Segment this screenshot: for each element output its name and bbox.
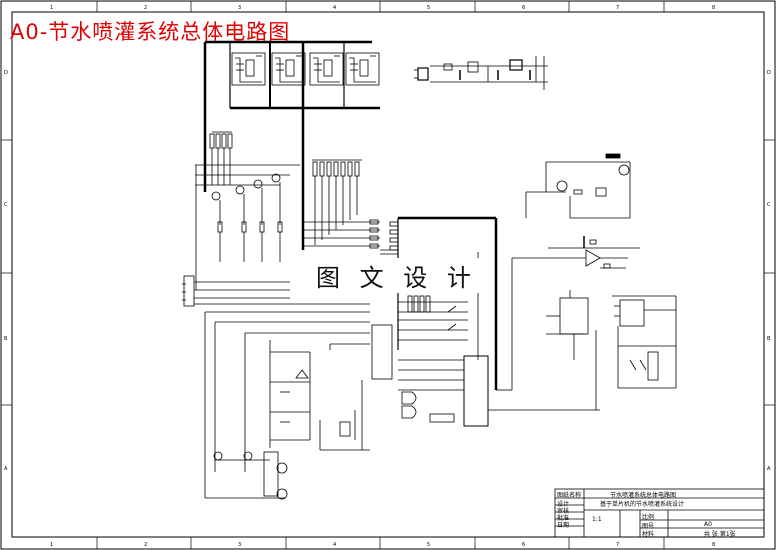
row-label-d: D — [4, 70, 8, 76]
pump-motor-circuit — [213, 340, 370, 500]
col-label-4: 4 — [333, 5, 336, 11]
row-label-c-r: C — [767, 202, 771, 208]
zone-labels: 1 2 3 4 5 6 7 8 1 2 3 4 5 6 7 8 D C B A … — [4, 5, 771, 548]
title-block-label-approve: 批准 — [557, 515, 570, 522]
power-supply-circuit — [414, 56, 548, 90]
title-block-label-drawno: 图号 — [642, 523, 655, 530]
col-label-5b: 5 — [427, 542, 430, 548]
row-label-b: B — [4, 336, 8, 342]
col-label-4b: 4 — [333, 542, 336, 548]
col-label-2b: 2 — [144, 542, 147, 548]
amplifier-circuit — [496, 236, 640, 391]
col-label-8: 8 — [712, 5, 715, 11]
title-block-project-1: 节水喷灌系统总体电路图 — [610, 492, 677, 499]
watermark-text: 图 文 设 计 — [312, 258, 481, 293]
title-block-sheet: 共 张 第1张 — [704, 531, 736, 538]
col-label-6: 6 — [522, 5, 525, 11]
col-label-2: 2 — [144, 5, 147, 11]
row-label-a: A — [4, 466, 8, 472]
col-label-7b: 7 — [616, 542, 619, 548]
col-label-1: 1 — [50, 5, 53, 11]
title-block-project-2: 基于单片机的节水喷灌系统设计 — [600, 501, 685, 508]
title-block-label-review: 审核 — [557, 508, 570, 515]
col-label-3: 3 — [238, 5, 241, 11]
title-block-label-design: 设计 — [557, 501, 570, 508]
title-block-label-material: 材料 — [642, 531, 655, 538]
relay-modules — [203, 40, 380, 235]
row-label-c: C — [4, 202, 8, 208]
drawing-title: A0-节水喷灌系统总体电路图 — [10, 20, 291, 44]
row-label-d-r: D — [767, 70, 771, 76]
col-label-7: 7 — [616, 5, 619, 11]
sensor-circuit — [525, 153, 631, 219]
input-bus — [182, 275, 370, 499]
row-label-a-r: A — [767, 466, 771, 472]
title-block-label-name: 图纸名称 — [557, 492, 582, 499]
title-block-label-scale: 比例 — [642, 514, 655, 521]
output-switches — [398, 295, 600, 427]
inner-frame — [11, 11, 765, 538]
title-block-scale: 1:1 — [592, 516, 602, 523]
title-block-label-date: 日期 — [557, 522, 570, 529]
title-block-frame — [554, 488, 765, 538]
col-label-1b: 1 — [50, 542, 53, 548]
driver-transistors — [195, 131, 300, 290]
col-label-8b: 8 — [712, 542, 715, 548]
col-label-5: 5 — [427, 5, 430, 11]
title-block-size: A0 — [704, 521, 712, 528]
row-label-b-r: B — [767, 336, 771, 342]
timer-display-circuit — [546, 290, 677, 389]
col-label-3b: 3 — [238, 542, 241, 548]
switch-array — [303, 159, 399, 251]
col-label-6b: 6 — [522, 542, 525, 548]
